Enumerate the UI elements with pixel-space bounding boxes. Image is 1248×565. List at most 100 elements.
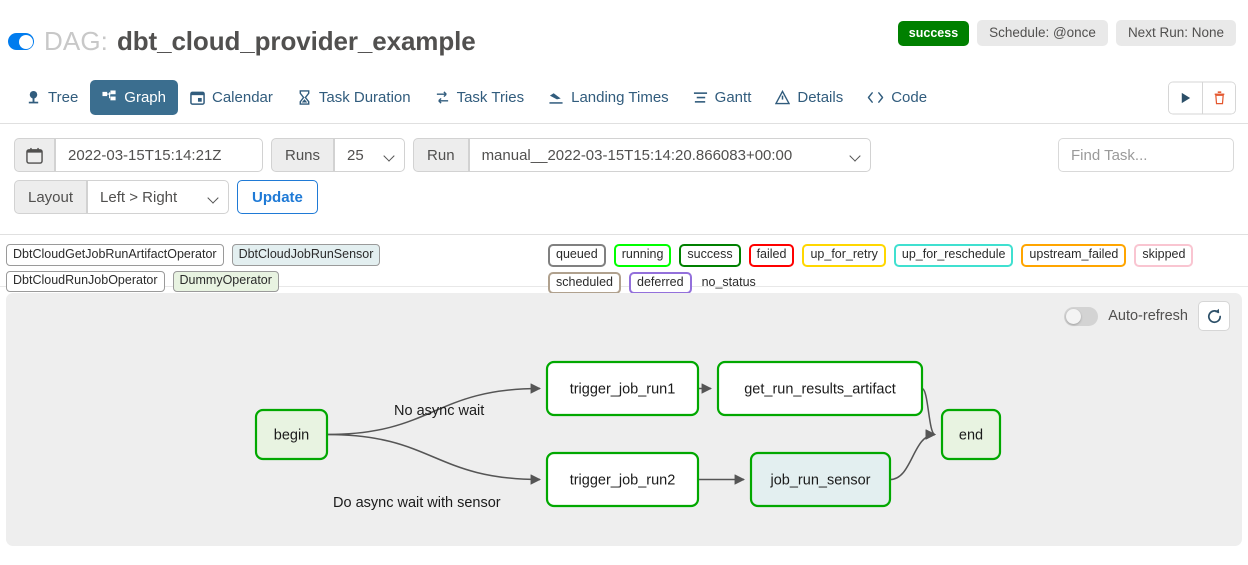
graph-node[interactable]: end bbox=[940, 408, 1002, 461]
graph-node-label: begin bbox=[274, 427, 309, 443]
status-badge: success bbox=[897, 20, 970, 46]
graph-node-label: get_run_results_artifact bbox=[744, 381, 896, 397]
graph-toolbar: Auto-refresh bbox=[1064, 301, 1230, 331]
legend-status-chip[interactable]: scheduled bbox=[548, 271, 621, 295]
tab-details[interactable]: Details bbox=[763, 80, 855, 115]
run-label: Run bbox=[413, 138, 469, 172]
tab-landing-times[interactable]: Landing Times bbox=[536, 80, 681, 115]
graph-node-box[interactable] bbox=[254, 408, 329, 461]
legend-status-chip[interactable]: skipped bbox=[1134, 244, 1194, 267]
schedule-badge[interactable]: Schedule: @once bbox=[977, 20, 1108, 46]
legend-status-chip[interactable]: up_for_reschedule bbox=[893, 244, 1014, 267]
graph-node[interactable]: job_run_sensor bbox=[749, 451, 892, 508]
tab-label: Details bbox=[797, 89, 844, 106]
tab-label: Task Duration bbox=[318, 89, 411, 106]
legend-operator-chip[interactable]: DbtCloudGetJobRunArtifactOperator bbox=[6, 244, 224, 266]
dag-title-row: DAG: dbt_cloud_provider_example bbox=[8, 26, 476, 57]
graph-node[interactable]: begin bbox=[254, 408, 329, 461]
tab-calendar[interactable]: Calendar bbox=[178, 80, 285, 115]
tab-label: Landing Times bbox=[571, 89, 669, 106]
trigger-dag-button[interactable] bbox=[1169, 82, 1202, 113]
legend-status-chip[interactable]: failed bbox=[748, 244, 795, 267]
legend-status-chip[interactable]: success bbox=[679, 244, 741, 267]
calendar-icon bbox=[26, 147, 43, 164]
graph-node-box[interactable] bbox=[545, 451, 700, 508]
graph-node-box[interactable] bbox=[749, 451, 892, 508]
auto-refresh-toggle[interactable] bbox=[1064, 306, 1099, 326]
next-run-badge: Next Run: None bbox=[1115, 20, 1236, 46]
page-title: dbt_cloud_provider_example bbox=[116, 26, 476, 56]
tree-icon bbox=[26, 90, 41, 105]
delete-dag-button[interactable] bbox=[1202, 82, 1235, 113]
legend-status-chip[interactable]: queued bbox=[548, 244, 606, 267]
graph-edge bbox=[326, 433, 542, 485]
num-runs-group: Runs 25 bbox=[271, 138, 406, 172]
auto-refresh-label: Auto-refresh bbox=[1108, 308, 1188, 324]
tab-label: Code bbox=[891, 89, 928, 106]
refresh-icon bbox=[1207, 308, 1221, 323]
legend-status-chip[interactable]: running bbox=[613, 244, 672, 267]
tab-tree[interactable]: Tree bbox=[14, 80, 90, 115]
legend-status-chip[interactable]: upstream_failed bbox=[1021, 244, 1127, 267]
dag-controls: 2022-03-15T15:14:21Z Runs 25 Run manual_… bbox=[0, 124, 1248, 235]
graph-edge-label: Do async wait with sensor bbox=[333, 495, 501, 511]
play-icon bbox=[1181, 92, 1191, 103]
execution-date-input[interactable]: 2022-03-15T15:14:21Z bbox=[55, 138, 263, 172]
calendar-icon bbox=[190, 90, 205, 105]
tab-label: Calendar bbox=[212, 89, 273, 106]
layout-group: Layout Left > Right bbox=[14, 180, 230, 214]
update-button[interactable]: Update bbox=[237, 180, 318, 214]
legend-operator-chip[interactable]: DummyOperator bbox=[172, 270, 279, 293]
gantt-icon bbox=[693, 90, 708, 105]
tab-label: Gantt bbox=[714, 89, 752, 106]
refresh-button[interactable] bbox=[1198, 301, 1230, 331]
legend-status-chip[interactable]: up_for_retry bbox=[802, 244, 886, 267]
num-runs-select[interactable]: 25 bbox=[334, 138, 406, 172]
find-task-input[interactable]: Find Task... bbox=[1058, 138, 1234, 172]
runs-label: Runs bbox=[271, 138, 335, 172]
tab-task-tries[interactable]: Task Tries bbox=[423, 80, 537, 115]
graph-edges bbox=[326, 383, 937, 485]
retry-icon bbox=[435, 90, 450, 105]
graph-node-label: end bbox=[959, 427, 983, 443]
dag-view-tabs-bar: Tree Graph Calendar Task Duration Task T bbox=[0, 72, 1248, 124]
calendar-picker-button[interactable] bbox=[14, 138, 55, 172]
graph-node[interactable]: trigger_job_run1 bbox=[545, 360, 700, 417]
graph-node-label: trigger_job_run1 bbox=[570, 381, 676, 397]
graph-node[interactable]: trigger_job_run2 bbox=[545, 451, 700, 508]
dag-run-select[interactable]: manual__2022-03-15T15:14:20.866083+00:00 bbox=[468, 138, 871, 172]
graph-node-box[interactable] bbox=[940, 408, 1002, 461]
graph-node[interactable]: get_run_results_artifact bbox=[716, 360, 924, 417]
layout-label: Layout bbox=[14, 180, 88, 214]
legend-status-chip[interactable]: deferred bbox=[629, 271, 692, 295]
dag-header: DAG: dbt_cloud_provider_example success … bbox=[0, 0, 1248, 72]
execution-date-group: 2022-03-15T15:14:21Z bbox=[14, 138, 263, 172]
graph-edge bbox=[921, 387, 937, 440]
tab-label: Graph bbox=[124, 89, 166, 106]
layout-select[interactable]: Left > Right bbox=[87, 180, 230, 214]
dag-action-buttons bbox=[1168, 81, 1236, 114]
graph-node-box[interactable] bbox=[716, 360, 924, 417]
graph-node-label: trigger_job_run2 bbox=[570, 472, 676, 488]
legend-status-no-status: no_status bbox=[701, 274, 756, 289]
graph-node-box[interactable] bbox=[545, 360, 700, 417]
dag-pause-toggle[interactable] bbox=[8, 33, 34, 50]
tab-gantt[interactable]: Gantt bbox=[681, 80, 764, 115]
controls-row-2: Layout Left > Right Update bbox=[14, 180, 1234, 214]
tab-code[interactable]: Code bbox=[855, 80, 939, 115]
tab-task-duration[interactable]: Task Duration bbox=[285, 80, 423, 115]
legend-operator-chip[interactable]: DbtCloudJobRunSensor bbox=[231, 244, 381, 266]
graph-icon bbox=[102, 90, 117, 105]
tab-label: Tree bbox=[48, 89, 79, 106]
graph-edge bbox=[889, 429, 937, 481]
landing-icon bbox=[548, 90, 564, 105]
graph-edge bbox=[326, 383, 542, 436]
legend-operator-chip[interactable]: DbtCloudRunJobOperator bbox=[6, 270, 165, 293]
tab-graph[interactable]: Graph bbox=[90, 80, 178, 115]
graph-nodes[interactable]: begin trigger_job_run1 get_run_results_art… bbox=[254, 360, 1002, 508]
